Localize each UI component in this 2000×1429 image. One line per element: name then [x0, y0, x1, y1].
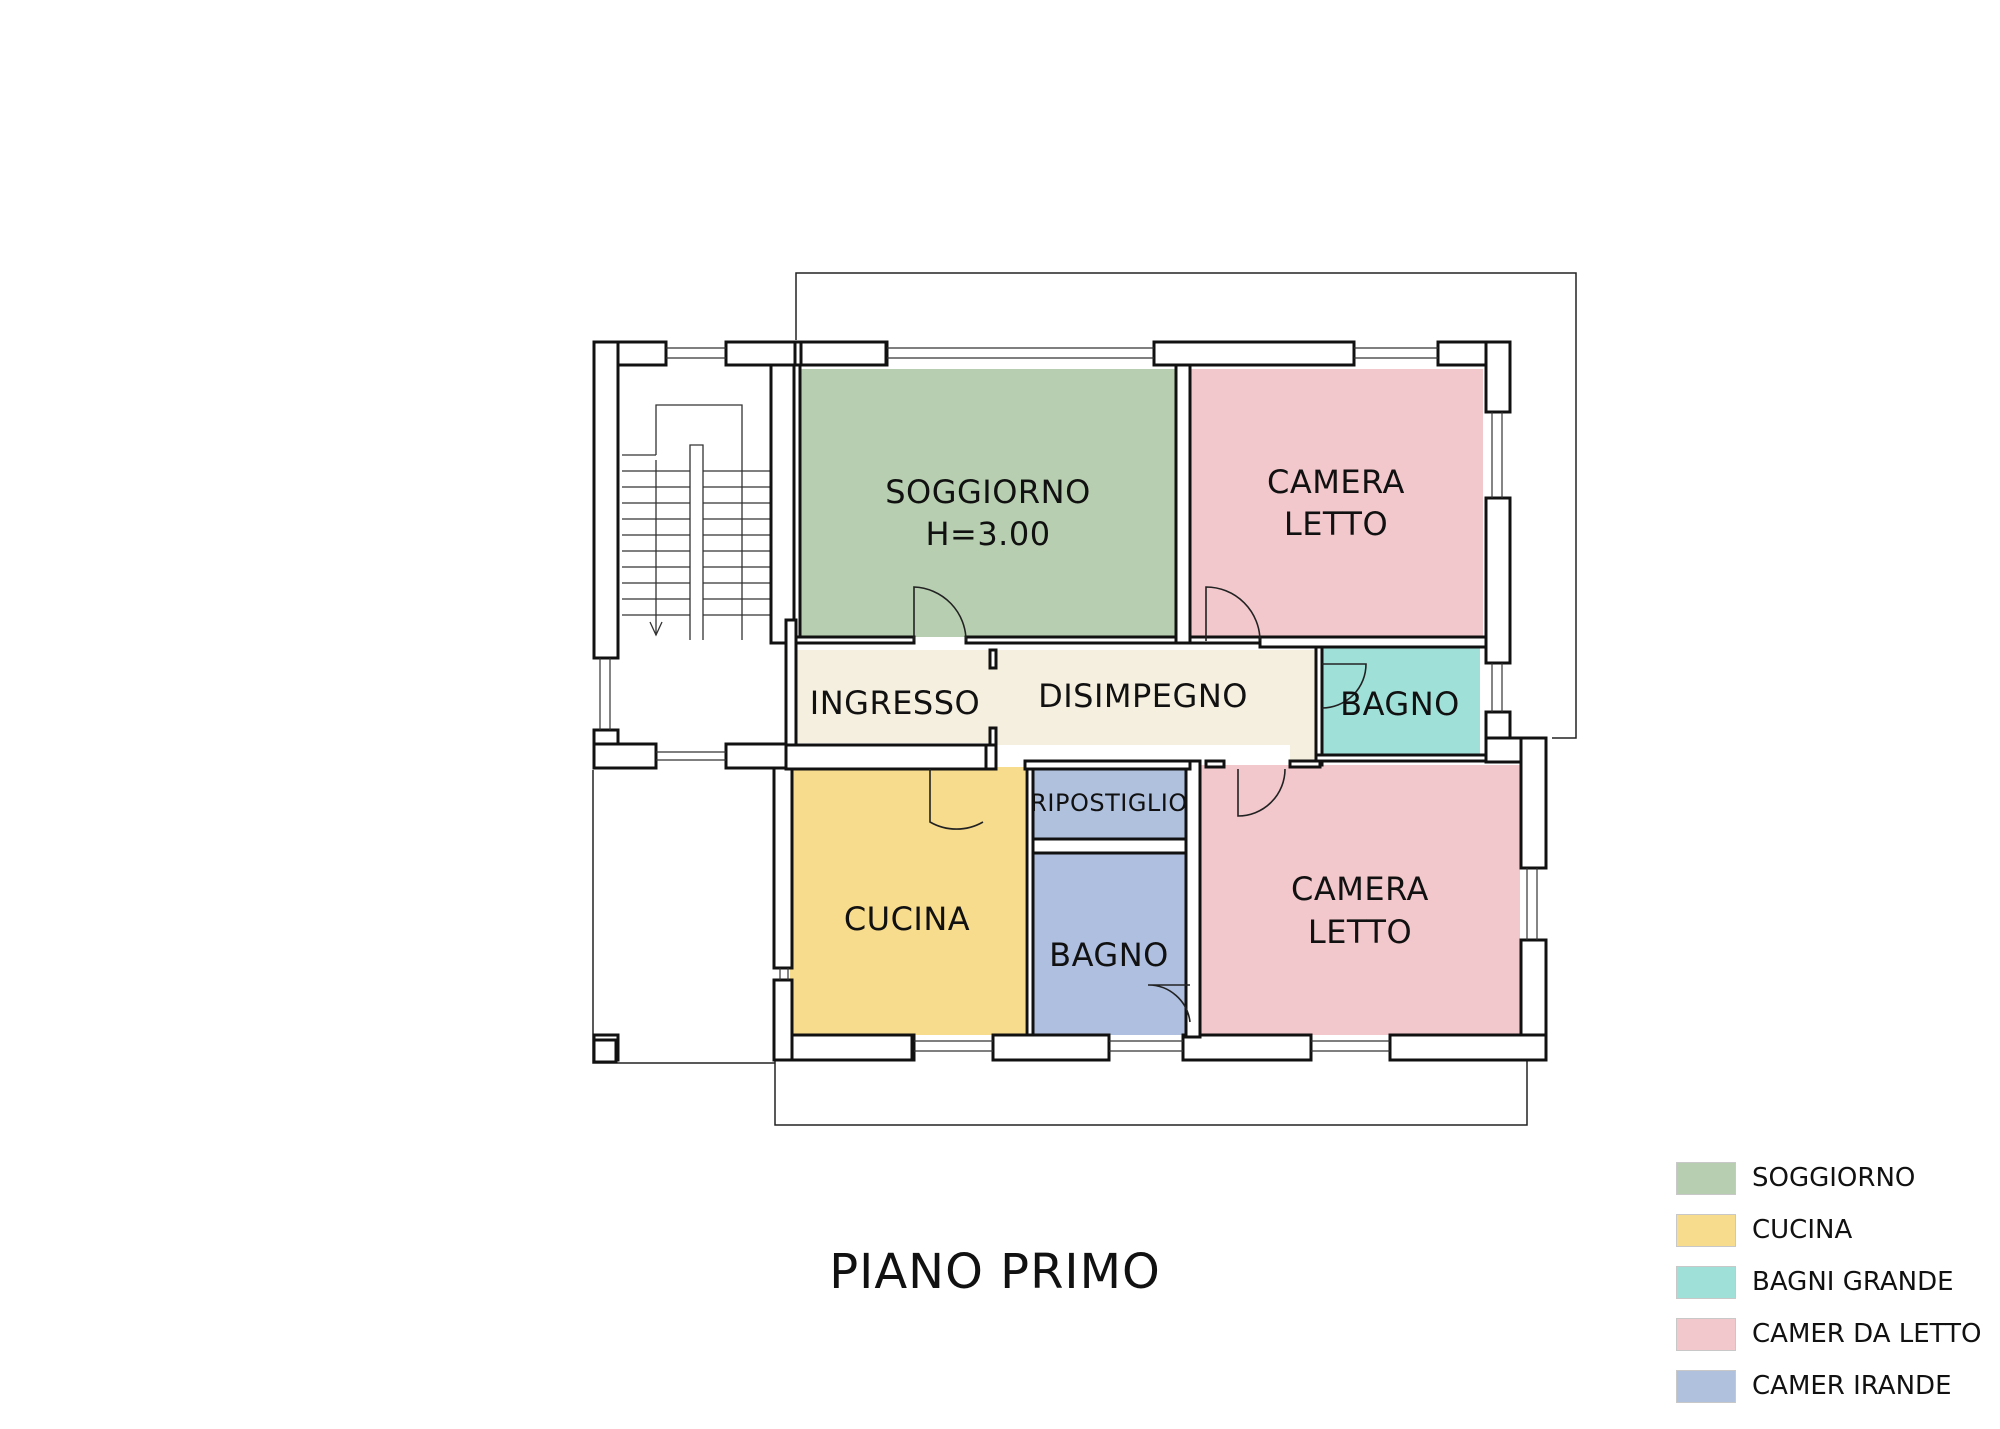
room-fill-camera-top	[1190, 369, 1483, 637]
label-ingresso: INGRESSO	[810, 684, 980, 722]
plan-title: PIANO PRIMO	[829, 1244, 1161, 1300]
room-fill-bagno-top	[1321, 647, 1480, 755]
label-camera-top-1: CAMERA	[1267, 463, 1405, 501]
windows	[599, 347, 1538, 1052]
label-soggiorno-height: H=3.00	[925, 515, 1050, 553]
room-fill-camera-bottom	[1196, 765, 1520, 1035]
legend-swatch	[1676, 1317, 1736, 1351]
staircase	[622, 404, 772, 640]
legend-swatch	[1676, 1369, 1736, 1403]
legend-swatch	[1676, 1213, 1736, 1247]
room-fill-cucina	[790, 767, 1025, 1035]
room-fill-soggiorno	[799, 369, 1177, 637]
doors	[913, 586, 1367, 1023]
label-bagno-bottom: BAGNO	[1049, 936, 1169, 974]
legend-item-camer-irande: CAMER IRANDE	[1676, 1360, 1981, 1412]
legend: SOGGIORNO CUCINA BAGNI GRANDE CAMER DA L…	[1676, 1152, 1981, 1412]
legend-label: BAGNI GRANDE	[1752, 1267, 1954, 1297]
label-camera-bottom-2: LETTO	[1308, 913, 1412, 951]
legend-label: CAMER IRANDE	[1752, 1371, 1952, 1401]
label-disimpegno: DISIMPEGNO	[1038, 677, 1248, 715]
legend-label: CAMER DA LETTO	[1752, 1319, 1982, 1349]
legend-swatch	[1676, 1265, 1736, 1299]
legend-item-soggiorno: SOGGIORNO	[1676, 1152, 1981, 1204]
room-fill-corridor	[786, 650, 1316, 765]
label-camera-top-2: LETTO	[1284, 505, 1388, 543]
legend-label: CUCINA	[1752, 1215, 1853, 1245]
legend-item-bagni: BAGNI GRANDE	[1676, 1256, 1981, 1308]
legend-label: SOGGIORNO	[1752, 1163, 1916, 1193]
room-fill-bagno-bottom	[1033, 853, 1186, 1035]
room-fill-ripostiglio	[1033, 767, 1186, 839]
label-bagno-top: BAGNO	[1340, 685, 1460, 723]
legend-item-cucina: CUCINA	[1676, 1204, 1981, 1256]
label-ripostiglio: RIPOSTIGLIO	[1030, 789, 1188, 817]
label-cucina: CUCINA	[844, 900, 970, 938]
label-camera-bottom-1: CAMERA	[1291, 870, 1429, 908]
column	[592, 1038, 618, 1064]
legend-swatch	[1676, 1161, 1736, 1195]
label-soggiorno: SOGGIORNO	[885, 473, 1091, 511]
legend-item-camera-letto: CAMER DA LETTO	[1676, 1308, 1981, 1360]
